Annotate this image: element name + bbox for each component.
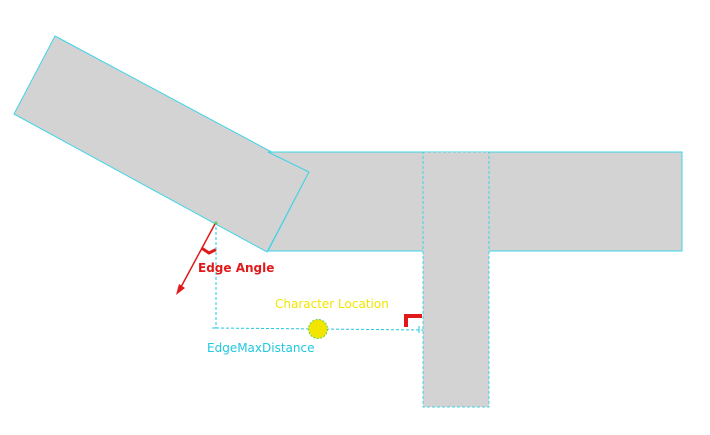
vertical-block [422,151,490,408]
edge-angle-right-angle-marker [201,247,217,255]
character-location-marker [308,319,328,339]
edge-angle-arrowhead [176,284,185,295]
edge-angle-arrow [180,221,217,288]
edge-max-distance-label: EdgeMaxDistance [207,341,315,355]
character-location-label: Character Location [275,297,389,311]
edge-contact-point [214,221,218,225]
tilted-block [13,35,310,253]
edge-max-distance-line [215,327,424,331]
wall-right-angle-marker [404,314,422,327]
edge-angle-label: Edge Angle [198,261,275,275]
